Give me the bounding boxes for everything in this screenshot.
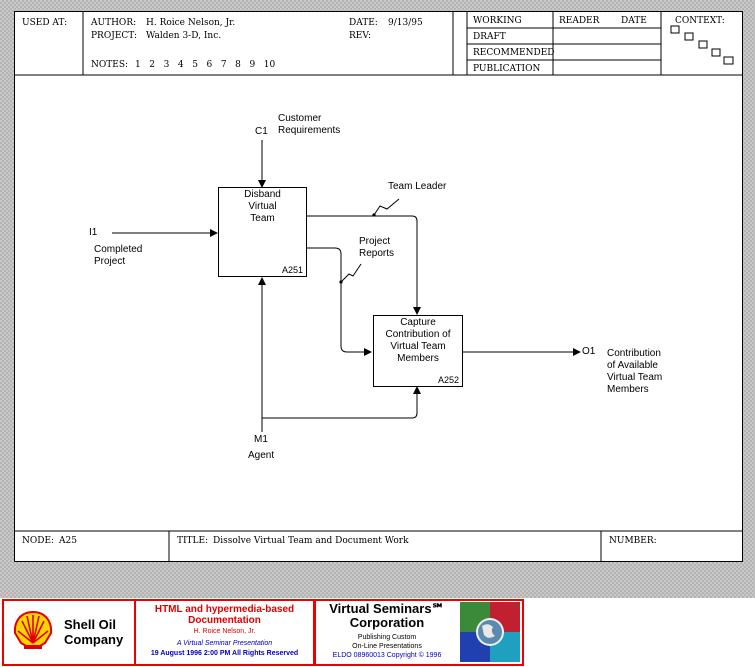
used-at-label: USED AT: [22,18,68,28]
shell-line2: Company [64,632,124,647]
mechanism-code: M1 [254,434,268,445]
shell-line1: Shell Oil [64,617,117,632]
doc-title1: HTML and hypermedia-based [154,604,295,615]
idef0-sheet: USED AT: AUTHOR: H. Roice Nelson, Jr. PR… [14,11,743,562]
vs-line2: On-Line Presentations [352,643,422,650]
input-code: I1 [89,227,98,238]
virtual-seminars-panel[interactable]: Virtual Seminars℠ Corporation Publishing… [314,599,524,666]
team-leader-label: Team Leader [388,181,447,192]
documentation-panel[interactable]: HTML and hypermedia-based Documentation … [134,599,315,666]
vs-title2: Corporation [349,615,425,630]
shell-oil-logo-panel[interactable]: Shell Oil Company [2,599,136,666]
activity-box-a251[interactable]: Disband Virtual Team A251 [218,187,307,277]
context-label: CONTEXT: [675,16,725,26]
node-label: NODE: [22,536,55,546]
project-reports-label: Project Reports [359,236,395,259]
status-recommended: RECOMMENDED [473,48,555,58]
doc-title2: Documentation [188,615,261,626]
date-value: 9/13/95 [388,18,423,28]
shell-logo-icon [13,610,53,649]
notes-label: NOTES: [91,60,129,70]
input-label: Completed Project [94,244,143,267]
doc-date: 19 August 1996 2:00 PM All Rights Reserv… [150,650,299,657]
activity-box-a252[interactable]: Capture Contribution of Virtual Team Mem… [373,315,463,387]
output-label: Contribution of Available Virtual Team M… [607,348,663,395]
reader-date-label: DATE [621,16,647,26]
date-label: DATE: [349,18,378,28]
vs-line1: Publishing Custom [357,634,417,641]
control-code: C1 [255,126,268,137]
activity-node-id: A251 [281,265,303,275]
title-value: Dissolve Virtual Team and Document Work [213,536,409,546]
node-value: A25 [59,536,77,546]
notes-value: 1 2 3 4 5 6 7 8 9 10 [135,60,276,70]
number-label: NUMBER: [609,536,657,546]
shell-company-name: Shell Oil Company [64,617,123,647]
activity-node-id: A252 [437,375,459,385]
output-code: O1 [582,346,596,357]
diagram-arrows [112,140,581,432]
rev-label: REV: [349,31,371,41]
doc-presentation: A Virtual Seminar Presentation [176,640,273,647]
reader-label: READER [559,16,600,26]
globe-logo-icon [460,602,520,662]
footer-banner: Shell Oil Company HTML and hypermedia-ba… [0,598,755,667]
status-publication: PUBLICATION [473,64,541,74]
frame-lines [15,12,742,561]
status-draft: DRAFT [473,32,506,42]
mechanism-label: Agent [248,450,275,461]
author-label: AUTHOR: [91,18,137,28]
title-label: TITLE: [177,536,209,546]
project-label: PROJECT: [91,31,137,41]
control-label: Customer Requirements [278,113,341,136]
doc-author: H. Roice Nelson, Jr. [193,628,256,635]
status-working: WORKING [473,16,522,26]
author-value: H. Roice Nelson, Jr. [146,18,236,28]
project-value: Walden 3-D, Inc. [146,31,222,41]
activity-title: Disband Virtual Team [244,189,281,224]
activity-title: Capture Contribution of Virtual Team Mem… [385,317,451,364]
vs-copyright: ELDO 08960013 Copyright © 1996 [332,652,442,659]
vs-title1: Virtual Seminars℠ [329,601,445,616]
